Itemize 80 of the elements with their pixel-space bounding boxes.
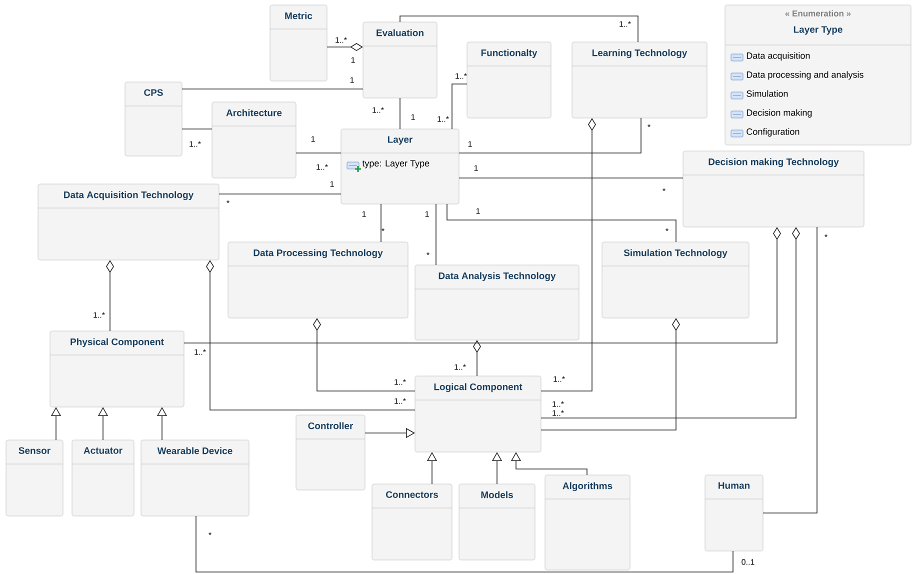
aggregation-line (326, 43, 363, 51)
multiplicity: * (648, 124, 650, 128)
class-box: Simulation Technology (602, 242, 750, 318)
multiplicity: 1..* (454, 364, 466, 370)
class-box: Decision making Technology (682, 150, 864, 228)
multiplicity: 1..* (552, 410, 564, 416)
multiplicity: * (824, 234, 828, 238)
aggregation-line (184, 227, 781, 344)
enum-literal: Data processing and analysis (730, 71, 864, 80)
class-box: Functionalty (466, 42, 552, 118)
aggregation-line (540, 118, 596, 392)
class-box: Logical Component (414, 376, 542, 452)
multiplicity: * (426, 252, 430, 256)
multiplicity: 1 (411, 114, 415, 120)
aggregation-line (540, 318, 680, 430)
class-box: Human (704, 474, 764, 552)
attribute: type: Layer Type (346, 160, 430, 173)
aggregation-line (313, 318, 416, 392)
class-box: Connectors (372, 484, 452, 560)
class-box: Wearable Device (140, 440, 250, 516)
association-line (452, 84, 468, 130)
multiplicity: * (382, 228, 384, 232)
aggregation-line (473, 340, 481, 376)
association-line (446, 204, 676, 242)
multiplicity: 1..* (394, 379, 406, 385)
class-box: CPS (124, 82, 182, 156)
multiplicity: 1..* (438, 116, 449, 122)
multiplicity: 1 (425, 211, 429, 217)
class-box: Algorithms (544, 474, 630, 570)
enum-literal: Data acquisition (730, 52, 810, 62)
multiplicity: 0..1 (742, 559, 754, 565)
multiplicity: 1 (351, 57, 355, 63)
association-line (182, 128, 212, 130)
enum-literal: Configuration (730, 128, 800, 138)
multiplicity: * (662, 188, 666, 192)
multiplicity: 1..* (552, 401, 564, 407)
multiplicity: 1..* (394, 398, 406, 404)
class-box: Actuator (72, 440, 134, 516)
class-box: Sensor (6, 440, 64, 516)
multiplicity: 1 (476, 208, 480, 214)
enum-literal: Decision making (730, 109, 812, 118)
class-box: Evaluation (362, 22, 438, 98)
association-line (380, 204, 382, 242)
enum-literal: Simulation (730, 90, 788, 100)
multiplicity: 1 (350, 77, 354, 83)
association-line (196, 516, 734, 572)
multiplicity: * (226, 200, 230, 204)
association-line (400, 16, 638, 42)
multiplicity: * (666, 228, 668, 232)
class-box: Data Processing Technology (228, 242, 408, 318)
multiplicity: 1 (311, 136, 315, 142)
multiplicity: 1 (474, 165, 478, 171)
class-box: Metric (270, 4, 328, 82)
generalization-arrow (510, 452, 588, 476)
association-line (762, 226, 818, 514)
multiplicity: 1..* (336, 37, 347, 43)
multiplicity: 1..* (456, 73, 467, 79)
multiplicity: 1 (330, 181, 334, 187)
aggregation-line (206, 260, 416, 410)
association-line (182, 88, 364, 90)
association-line (458, 118, 642, 154)
multiplicity: 1..* (316, 164, 328, 170)
class-box: Data Acquisition Technology (38, 184, 220, 260)
aggregation-line (540, 227, 800, 418)
multiplicity: 1..* (190, 141, 201, 147)
multiplicity: * (208, 532, 212, 536)
multiplicity: 1..* (372, 107, 384, 113)
multiplicity: 1 (468, 141, 472, 147)
association-line (296, 152, 342, 154)
multiplicity: 1..* (194, 349, 206, 355)
class-box: Physical Component (50, 330, 184, 408)
multiplicity: 1..* (94, 312, 105, 318)
aggregation-line (106, 260, 114, 332)
class-box: Learning Technology (572, 42, 708, 118)
class-box: Controller (296, 414, 366, 490)
class-box: Architecture (212, 102, 296, 178)
multiplicity: 1..* (554, 376, 565, 382)
multiplicity: 1..* (620, 21, 631, 27)
class-box: Data Analysis Technology (414, 264, 580, 340)
class-box: Models (458, 484, 536, 560)
